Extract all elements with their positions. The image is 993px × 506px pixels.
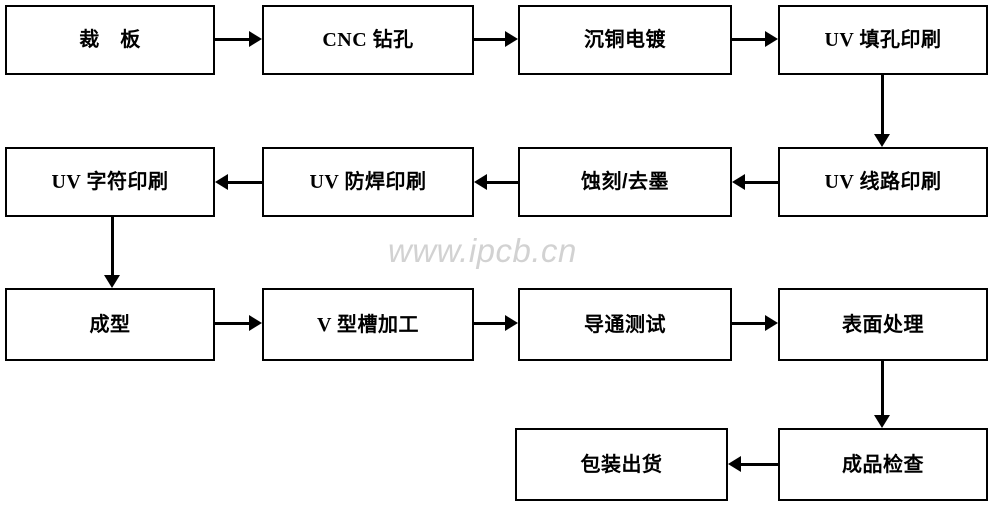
connector-profiling-to-v-cut <box>215 322 249 325</box>
process-node-packing-shipment[interactable]: 包装出货 <box>515 428 728 501</box>
watermark-text: www.ipcb.cn <box>388 232 577 269</box>
connector-continuity-test-to-surface-finish <box>732 322 765 325</box>
connector-final-inspection-to-packing <box>741 463 778 466</box>
node-label: V 型槽加工 <box>316 313 420 336</box>
arrowhead-right-icon <box>249 31 262 47</box>
connector-cut-board-to-cnc <box>215 38 249 41</box>
connector-uv-legend-to-profiling <box>111 217 114 275</box>
node-label: UV 防焊印刷 <box>309 171 427 193</box>
arrowhead-down-icon <box>874 134 890 147</box>
process-node-uv-hole-fill-print[interactable]: UV 填孔印刷 <box>778 5 988 75</box>
node-label: 导通测试 <box>584 313 666 336</box>
connector-cnc-to-copper-plating <box>474 38 505 41</box>
arrowhead-left-icon <box>732 174 745 190</box>
connector-copper-plating-to-uv-hole-fill <box>732 38 765 41</box>
arrowhead-left-icon <box>728 456 741 472</box>
arrowhead-right-icon <box>505 315 518 331</box>
process-node-uv-circuit-print[interactable]: UV 线路印刷 <box>778 147 988 217</box>
node-label: UV 字符印刷 <box>51 171 169 193</box>
node-label: UV 填孔印刷 <box>824 29 942 51</box>
process-node-uv-legend-print[interactable]: UV 字符印刷 <box>5 147 215 217</box>
node-label: 裁 板 <box>79 29 141 51</box>
arrowhead-left-icon <box>215 174 228 190</box>
arrowhead-down-icon <box>874 415 890 428</box>
arrowhead-right-icon <box>249 315 262 331</box>
node-label: 成品检查 <box>842 453 924 476</box>
arrowhead-down-icon <box>104 275 120 288</box>
node-label: 沉铜电镀 <box>584 29 666 51</box>
connector-uv-hole-fill-to-uv-circuit <box>881 75 884 134</box>
process-node-cut-board[interactable]: 裁 板 <box>5 5 215 75</box>
arrowhead-right-icon <box>505 31 518 47</box>
arrowhead-right-icon <box>765 31 778 47</box>
process-node-final-inspection[interactable]: 成品检查 <box>778 428 988 501</box>
process-node-continuity-test[interactable]: 导通测试 <box>518 288 732 361</box>
node-label: 成型 <box>89 313 131 336</box>
arrowhead-right-icon <box>765 315 778 331</box>
node-label: 表面处理 <box>842 313 924 336</box>
connector-etching-to-uv-solder-mask <box>487 181 518 184</box>
node-label: CNC 钻孔 <box>322 29 414 51</box>
connector-v-cut-to-continuity-test <box>474 322 505 325</box>
process-node-uv-solder-mask-print[interactable]: UV 防焊印刷 <box>262 147 474 217</box>
connector-uv-solder-mask-to-uv-legend <box>228 181 262 184</box>
node-label: 包装出货 <box>580 453 663 476</box>
process-node-etching-stripping[interactable]: 蚀刻/去墨 <box>518 147 732 217</box>
process-node-v-cut[interactable]: V 型槽加工 <box>262 288 474 361</box>
process-node-profiling[interactable]: 成型 <box>5 288 215 361</box>
node-label: UV 线路印刷 <box>824 171 942 193</box>
process-node-copper-plating[interactable]: 沉铜电镀 <box>518 5 732 75</box>
node-label: 蚀刻/去墨 <box>580 171 670 193</box>
process-node-cnc-drilling[interactable]: CNC 钻孔 <box>262 5 474 75</box>
arrowhead-left-icon <box>474 174 487 190</box>
connector-surface-finish-to-final-inspection <box>881 361 884 415</box>
process-node-surface-finish[interactable]: 表面处理 <box>778 288 988 361</box>
connector-uv-circuit-to-etching <box>745 181 778 184</box>
